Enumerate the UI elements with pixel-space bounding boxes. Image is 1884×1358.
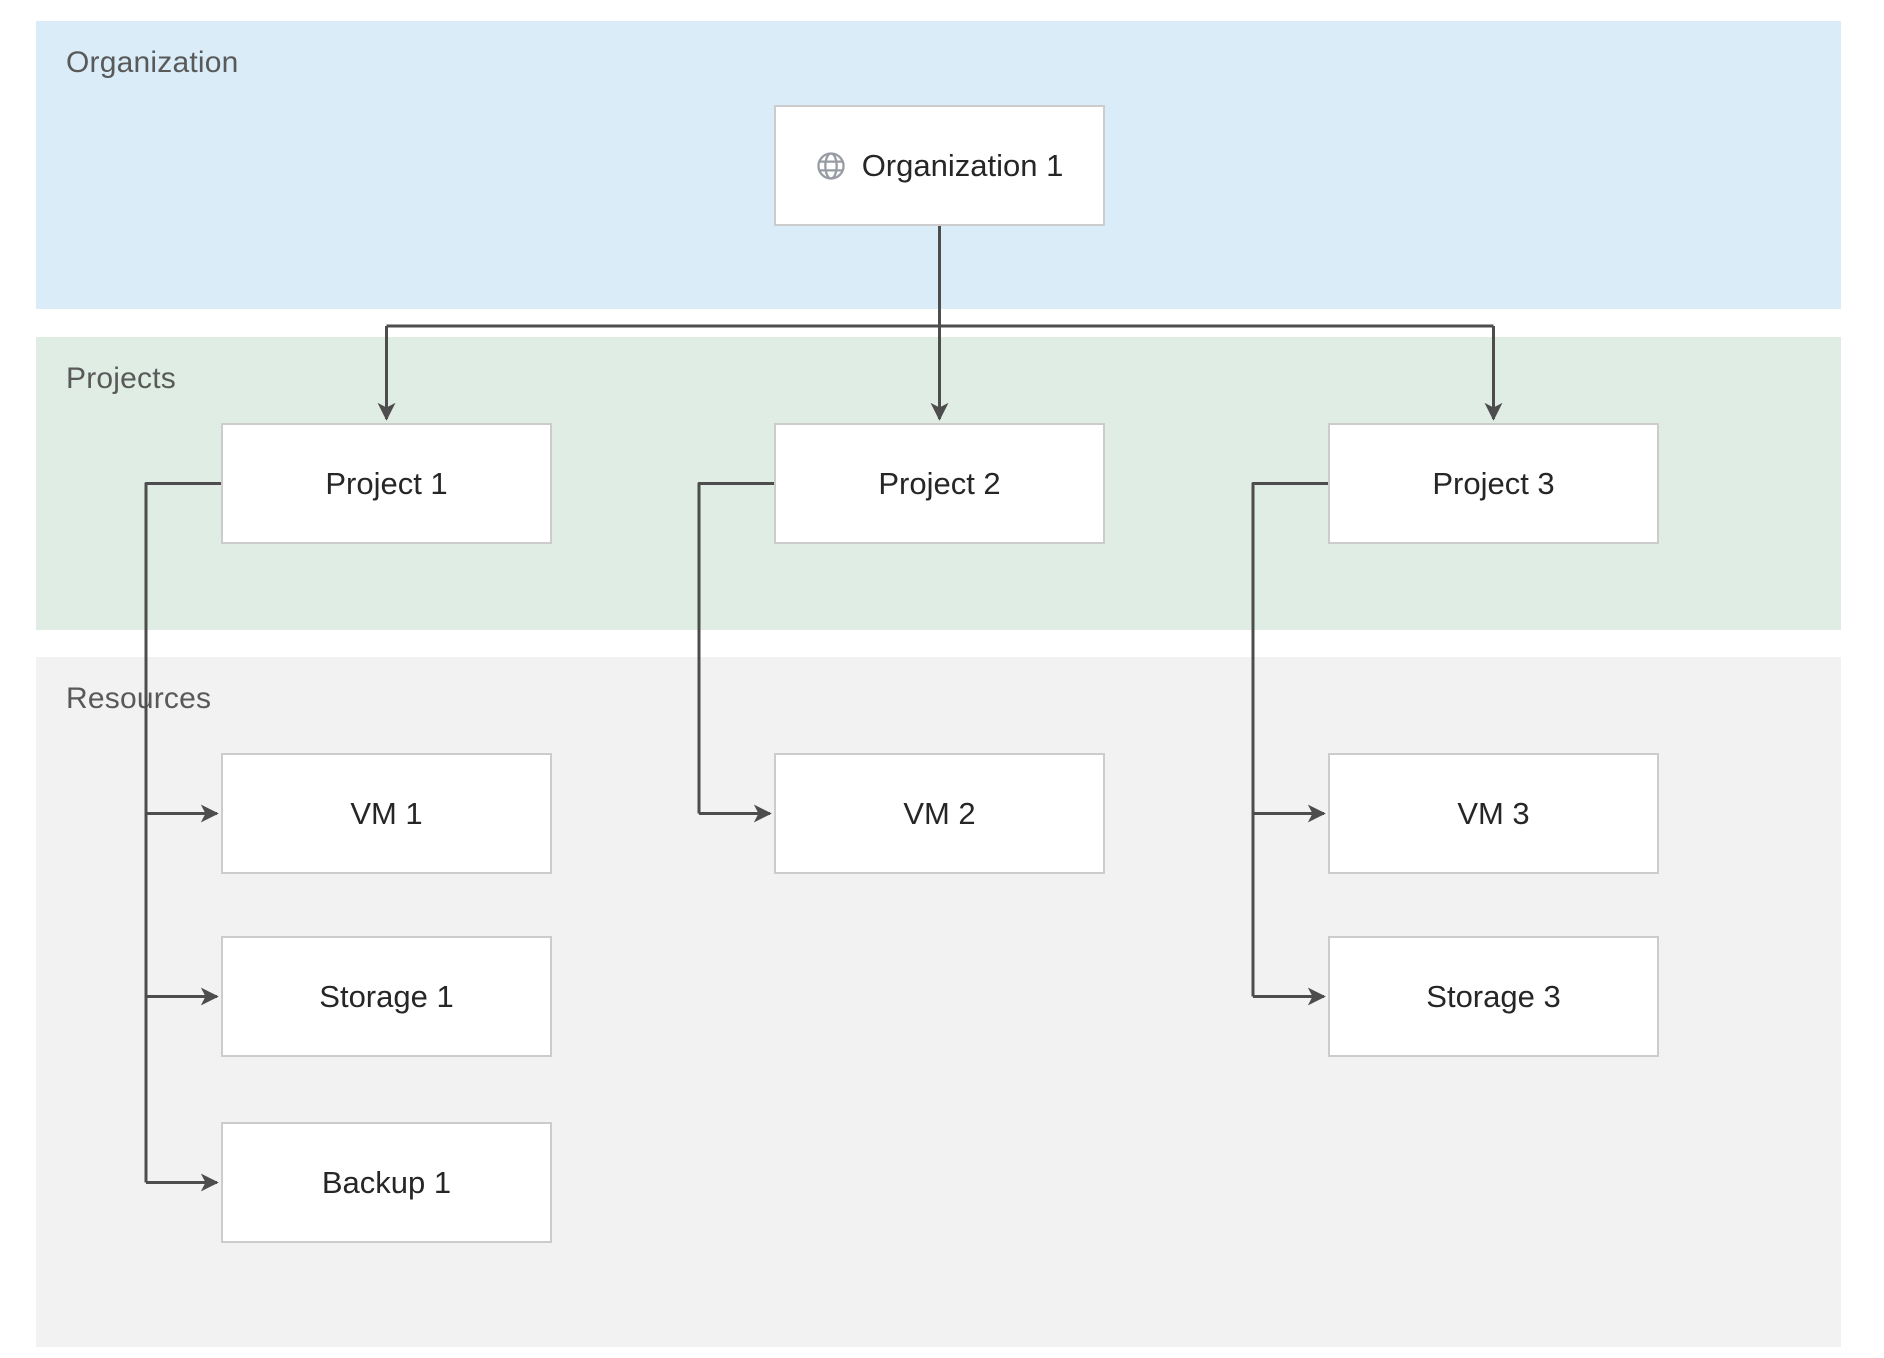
node-label: Storage 3 — [1426, 978, 1561, 1014]
node-label: Project 2 — [878, 465, 1001, 501]
band-organization-label: Organization — [66, 46, 239, 79]
node-label: VM 3 — [1457, 795, 1530, 831]
node-project-3: Project 3 — [1328, 423, 1659, 544]
node-project-2: Project 2 — [774, 423, 1105, 544]
node-storage-3: Storage 3 — [1328, 936, 1659, 1057]
node-label: Backup 1 — [321, 1164, 452, 1200]
node-organization-1: Organization 1 — [774, 105, 1105, 226]
node-label: VM 2 — [903, 795, 976, 831]
node-storage-1: Storage 1 — [221, 936, 552, 1057]
node-label: Organization 1 — [861, 147, 1064, 183]
node-vm-2: VM 2 — [774, 753, 1105, 874]
band-resources-label: Resources — [66, 682, 212, 715]
globe-icon — [816, 151, 846, 181]
node-vm-1: VM 1 — [221, 753, 552, 874]
node-label: VM 1 — [350, 795, 423, 831]
node-label: Project 3 — [1432, 465, 1555, 501]
node-project-1: Project 1 — [221, 423, 552, 544]
node-vm-3: VM 3 — [1328, 753, 1659, 874]
node-label: Project 1 — [325, 465, 448, 501]
band-projects-label: Projects — [66, 362, 176, 395]
node-label: Storage 1 — [319, 978, 454, 1014]
node-backup-1: Backup 1 — [221, 1122, 552, 1243]
